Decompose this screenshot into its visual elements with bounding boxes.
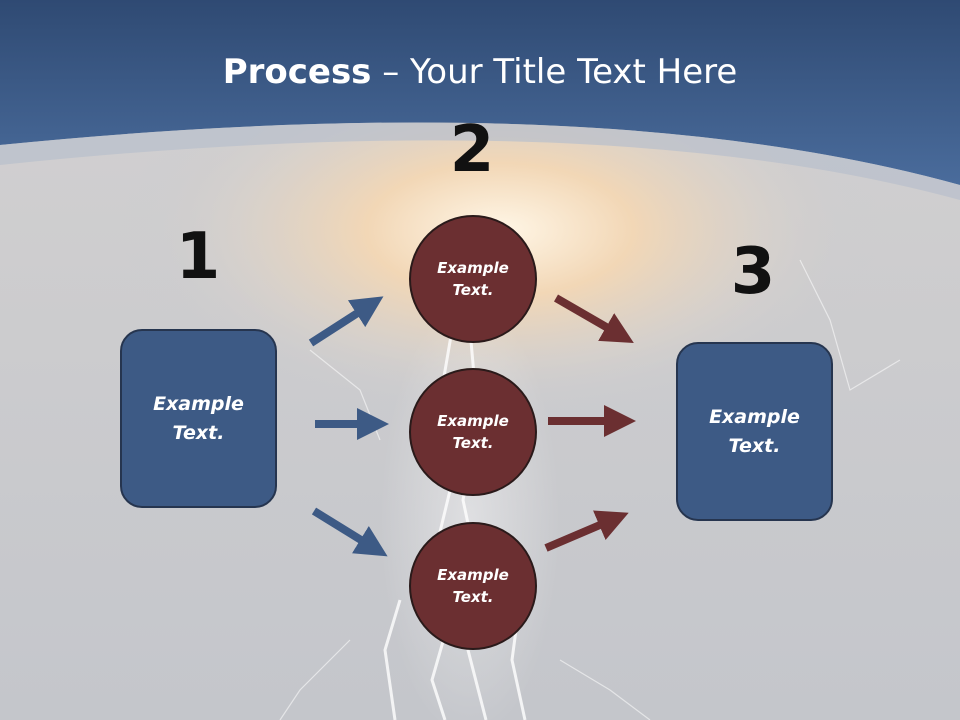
step-2-circle-middle: Example Text. bbox=[409, 368, 537, 496]
step-2-text-top: Example Text. bbox=[437, 258, 509, 300]
step-2-circle-bottom: Example Text. bbox=[409, 522, 537, 650]
title-bold: Process bbox=[222, 52, 372, 92]
step-2-text-middle: Example Text. bbox=[437, 411, 509, 453]
slide-title: Process – Your Title Text Here bbox=[0, 52, 960, 92]
step-1-text: Example Text. bbox=[153, 393, 244, 444]
step-1-box: Example Text. bbox=[120, 329, 277, 508]
step-2-circle-top: Example Text. bbox=[409, 215, 537, 343]
step-3-box: Example Text. bbox=[676, 342, 833, 521]
step-3-text: Example Text. bbox=[709, 406, 800, 457]
step-number-1: 1 bbox=[175, 220, 221, 294]
step-number-2: 2 bbox=[449, 113, 495, 187]
step-number-3: 3 bbox=[730, 235, 776, 309]
title-rest: – Your Title Text Here bbox=[371, 52, 738, 92]
step-2-text-bottom: Example Text. bbox=[437, 565, 509, 607]
